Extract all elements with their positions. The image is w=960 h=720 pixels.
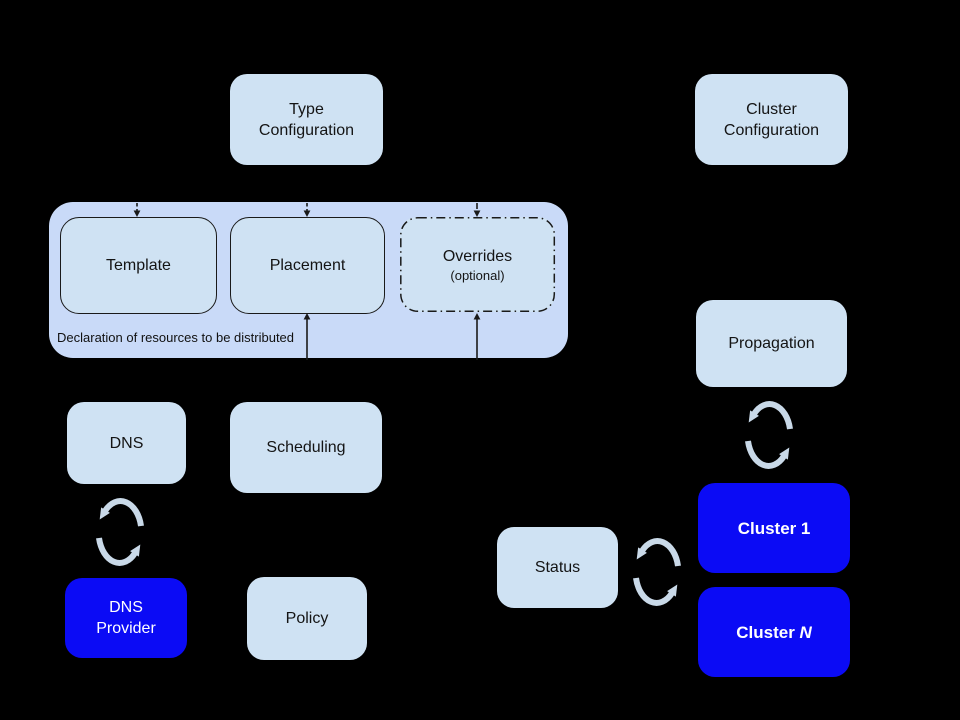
- node-label-line: Configuration: [723, 121, 820, 139]
- node-dns: DNS: [67, 402, 186, 484]
- node-label-suffix: 1: [800, 518, 811, 538]
- node-dns-provider: DNS Provider: [65, 578, 187, 658]
- node-label: Scheduling: [266, 439, 346, 456]
- node-label: DNS: [109, 434, 144, 452]
- node-sublabel: (optional): [450, 267, 505, 283]
- node-scheduling: Scheduling: [230, 402, 382, 493]
- sync-circular-arrows-icon: [96, 498, 144, 566]
- node-label: Overrides: [442, 247, 513, 265]
- node-status: Status: [497, 527, 618, 608]
- node-label: Placement: [269, 257, 346, 274]
- node-label-prefix: Cluster: [737, 518, 797, 538]
- node-label: Policy: [285, 610, 329, 627]
- node-placement: Placement: [230, 217, 385, 314]
- node-template: Template: [60, 217, 217, 314]
- node-label: Template: [106, 257, 171, 274]
- group-caption: Declaration of resources to be distribut…: [57, 330, 295, 345]
- node-cluster-configuration: Cluster Configuration: [695, 74, 848, 165]
- node-policy: Policy: [247, 577, 367, 660]
- sync-circular-arrows-icon: [745, 401, 793, 469]
- sync-circular-arrows-icon: [633, 538, 681, 606]
- node-propagation: Propagation: [696, 300, 847, 387]
- node-label-line: Provider: [96, 620, 156, 637]
- node-label: Propagation: [728, 335, 815, 352]
- node-label: Status: [534, 559, 581, 576]
- node-label-line: DNS: [109, 599, 143, 616]
- node-label-line: Cluster: [746, 100, 797, 118]
- node-label-line: Type: [289, 100, 324, 118]
- node-overrides: Overrides (optional): [400, 217, 555, 312]
- node-label-line: Configuration: [258, 121, 355, 139]
- node-label-prefix: Cluster: [736, 622, 795, 642]
- node-type-configuration: Type Configuration: [230, 74, 383, 165]
- node-label-suffix: N: [799, 622, 812, 642]
